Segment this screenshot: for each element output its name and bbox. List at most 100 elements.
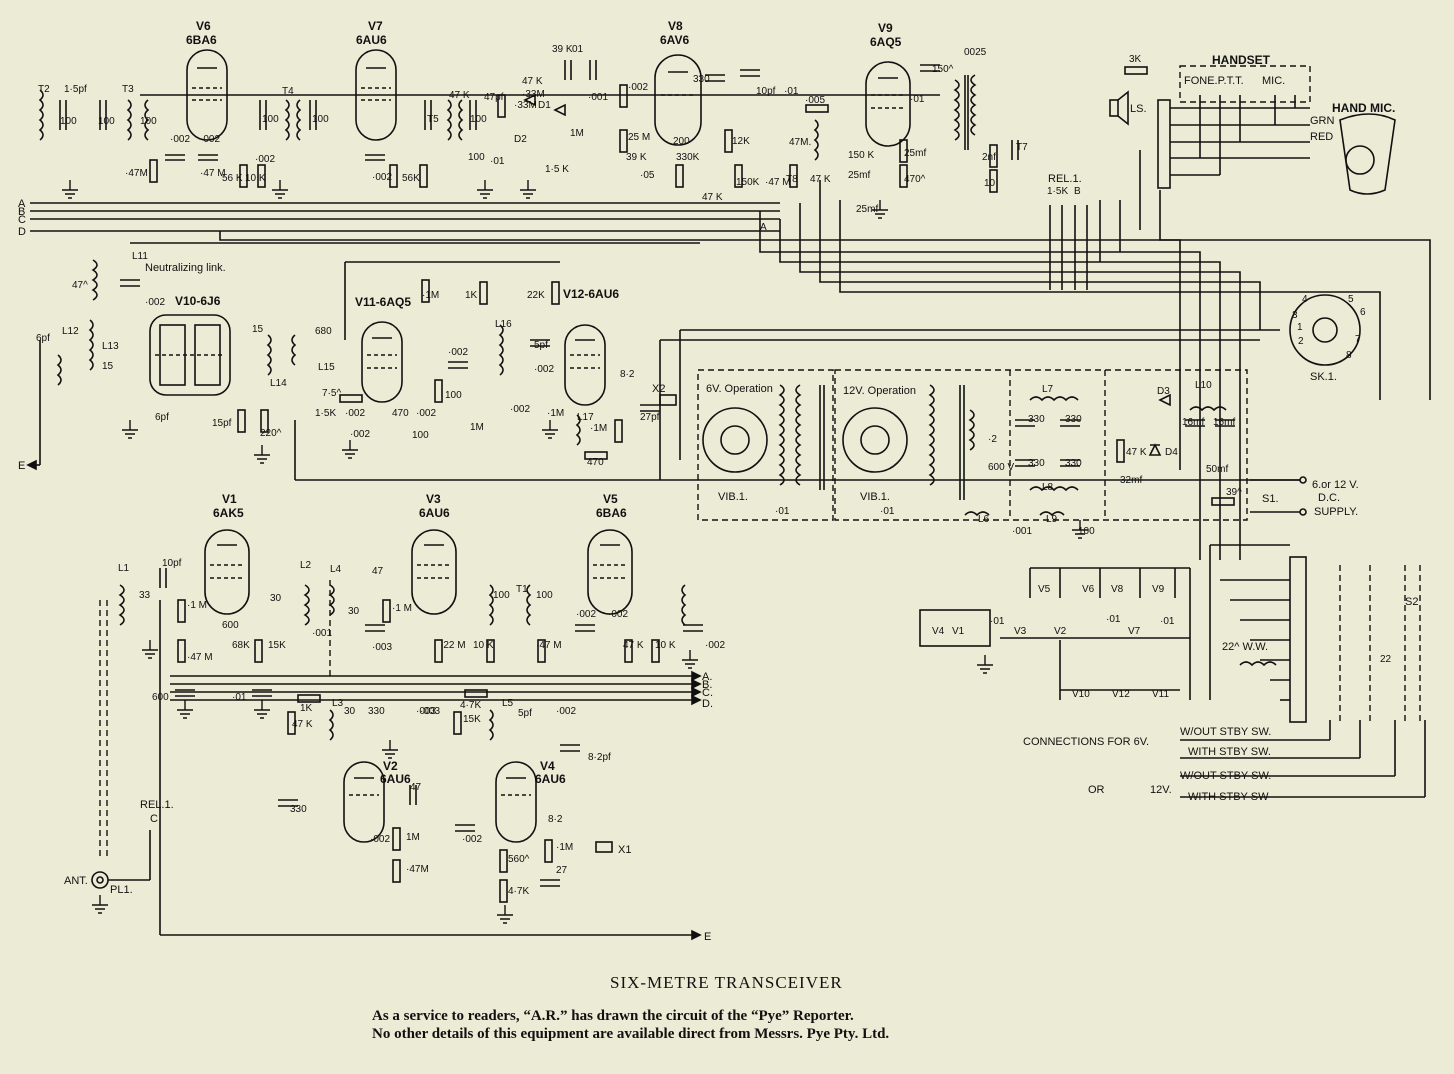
tube-v7: V7	[368, 19, 383, 33]
tube-v8: V8	[668, 19, 683, 33]
component-value-label: 220^	[260, 428, 282, 439]
component-value-label: 47 K	[292, 719, 313, 730]
component-value-label: ·001	[588, 92, 608, 103]
earth-label-lower: E	[704, 931, 711, 943]
or-label: OR	[1088, 784, 1105, 796]
component-value-label: 2	[1298, 336, 1304, 347]
tube-v5-type: 6BA6	[596, 506, 627, 520]
component-value-label: ·01	[990, 616, 1005, 627]
component-value-label: ·002	[462, 834, 482, 845]
vibrator-label-b: VIB.1.	[860, 491, 890, 503]
component-value-label: 470	[392, 408, 409, 419]
component-value-label: ·01	[232, 692, 247, 703]
component-value-label: ·47 M	[200, 168, 226, 179]
component-value-label: 330	[1065, 414, 1082, 425]
component-value-label: ·47 M	[187, 652, 213, 663]
component-value-label: 100	[262, 114, 279, 125]
component-value-label: 470^	[904, 174, 926, 185]
component-value-label: 47 K	[623, 640, 644, 651]
tube-v3: V3	[426, 492, 441, 506]
component-value-label: L14	[270, 378, 287, 389]
component-value-label: 22	[1380, 654, 1392, 665]
component-value-label: 330	[368, 706, 385, 717]
component-value-label: D3	[1157, 386, 1170, 397]
component-value-label: T4	[282, 86, 294, 97]
component-value-label: 1M	[570, 128, 584, 139]
component-value-label: V1	[952, 626, 965, 637]
tube-v2: V2	[383, 759, 398, 773]
component-value-label: 1K	[300, 703, 313, 714]
component-value-label: 330	[1065, 458, 1082, 469]
component-value-label: ·002	[576, 609, 596, 620]
component-value-label: 25mf	[856, 204, 878, 215]
tube-v9-type: 6AQ5	[870, 35, 902, 49]
component-value-label: 10 K	[245, 173, 266, 184]
component-value-label: ·002	[145, 297, 165, 308]
component-value-label: 600 V	[988, 462, 1014, 473]
neutralizing-link-label: Neutralizing link.	[145, 262, 226, 274]
component-value-label: 15K	[268, 640, 286, 651]
bus-label-d: D	[18, 226, 26, 238]
component-value-label: 12K	[732, 136, 750, 147]
switch-s2-label: S2	[1405, 596, 1418, 608]
component-value-label: 7·5^	[322, 388, 341, 399]
component-value-label: ·01	[910, 94, 925, 105]
component-value-label: 150K	[736, 177, 760, 188]
component-value-label: 330	[1028, 414, 1045, 425]
without-stby-1: W/OUT STBY SW.	[1180, 726, 1271, 738]
component-value-label: V10	[1072, 689, 1090, 700]
component-value-label: 6pf	[36, 333, 50, 344]
mic-label: MIC.	[1262, 75, 1285, 87]
component-value-label: 47 K	[810, 174, 831, 185]
component-value-label: 15K	[463, 714, 481, 725]
12v-operation-label: 12V. Operation	[843, 385, 916, 397]
component-value-label: 47M.	[789, 137, 811, 148]
component-value-label: V4	[932, 626, 945, 637]
component-value-label: 100	[468, 152, 485, 163]
component-value-label: 0025	[964, 47, 987, 58]
component-value-label: B	[1074, 186, 1081, 197]
component-value-label: ·002	[705, 640, 725, 651]
component-value-label: ·002	[510, 404, 530, 415]
component-value-label: 100	[140, 116, 157, 127]
component-value-label: 10 K	[655, 640, 676, 651]
component-value-label: 33	[139, 590, 151, 601]
component-value-label: 47 K	[522, 76, 543, 87]
with-stby-1: WITH STBY SW.	[1188, 746, 1271, 758]
component-value-label: 6pf	[155, 412, 169, 423]
component-value-label: ·001	[312, 628, 332, 639]
component-value-label: 8·2	[620, 369, 635, 380]
switch-s1-label: S1.	[1262, 493, 1279, 505]
component-value-label: 30	[344, 706, 356, 717]
component-value-label: ·05	[640, 170, 655, 181]
without-stby-2: W/OUT STBY SW.	[1180, 770, 1271, 782]
component-value-label: ·47M	[406, 864, 429, 875]
component-value-label: 3	[1292, 310, 1298, 321]
component-value-label: ·01	[880, 506, 895, 517]
component-value-label: ·1 M	[392, 603, 412, 614]
component-value-label: L13	[102, 341, 119, 352]
tube-v6: V6	[196, 19, 211, 33]
component-value-label: V9	[1152, 584, 1165, 595]
component-value-label: ·002	[345, 408, 365, 419]
component-value-label: 27	[556, 865, 568, 876]
component-value-label: 5	[1348, 294, 1354, 305]
component-value-label: 56 K	[222, 173, 243, 184]
component-value-label: 32mf	[1120, 475, 1142, 486]
component-value-label: L11	[132, 251, 148, 262]
component-value-label: ·001	[1012, 526, 1032, 537]
component-value-label: D1	[538, 100, 551, 111]
bus-label-lower-c: C.	[702, 687, 713, 699]
handset-label: HANDSET	[1212, 53, 1271, 67]
component-value-label: T3	[122, 84, 134, 95]
component-value-label: L16	[495, 319, 512, 330]
component-value-label: 16mf	[1182, 417, 1204, 428]
component-value-label: 470	[587, 457, 604, 468]
component-value-label: 8·2pf	[588, 752, 611, 763]
component-value-label: 5pf	[534, 340, 548, 351]
component-value-label: 8	[1346, 350, 1352, 361]
component-value-label: 25mf	[848, 170, 870, 181]
component-value-label: ·003	[420, 706, 440, 717]
component-value-label: 10	[984, 178, 996, 189]
component-value-label: T8	[786, 174, 798, 185]
